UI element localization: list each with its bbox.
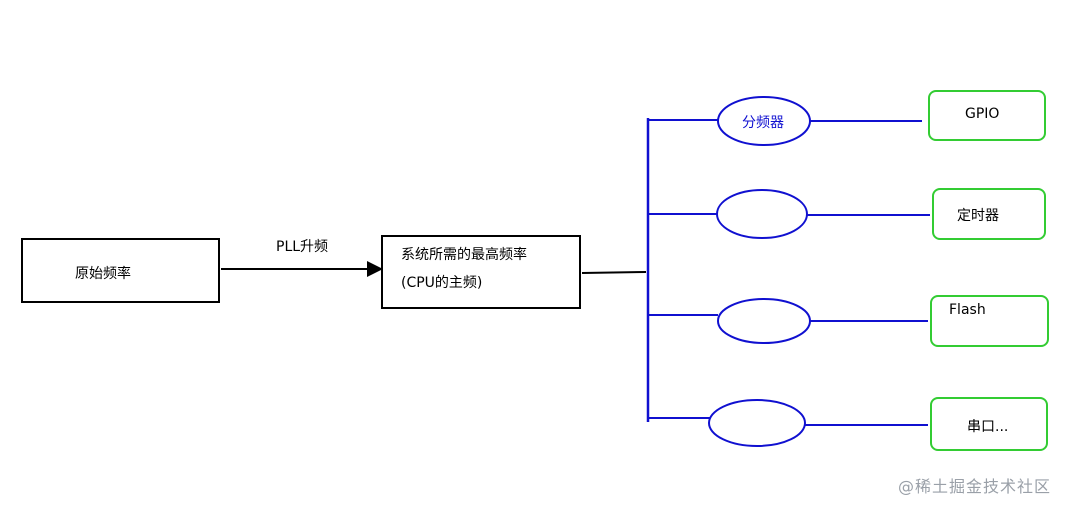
peripheral-box-1 bbox=[928, 90, 1046, 141]
divider-label: 分频器 bbox=[742, 115, 784, 131]
source-box bbox=[21, 238, 220, 303]
divider-node-2 bbox=[716, 189, 808, 239]
divider-node-3 bbox=[717, 298, 811, 344]
peripheral-label-flash: Flash bbox=[949, 302, 986, 318]
system-label-line2: (CPU的主频) bbox=[401, 275, 483, 291]
peripheral-label-uart: 串口... bbox=[967, 419, 1009, 435]
watermark-text: @稀土掘金技术社区 bbox=[898, 477, 1052, 496]
peripheral-box-3 bbox=[930, 295, 1049, 347]
source-label: 原始频率 bbox=[75, 266, 131, 282]
peripheral-label-gpio: GPIO bbox=[965, 106, 1000, 122]
pll-label: PLL升频 bbox=[276, 239, 329, 255]
divider-node-4 bbox=[708, 399, 806, 447]
system-box bbox=[381, 235, 581, 309]
peripheral-label-timer: 定时器 bbox=[957, 208, 999, 224]
system-output-line bbox=[581, 271, 647, 274]
peripheral-box-2 bbox=[932, 188, 1046, 240]
system-label-line1: 系统所需的最高频率 bbox=[401, 247, 527, 263]
peripheral-box-4 bbox=[930, 397, 1048, 451]
